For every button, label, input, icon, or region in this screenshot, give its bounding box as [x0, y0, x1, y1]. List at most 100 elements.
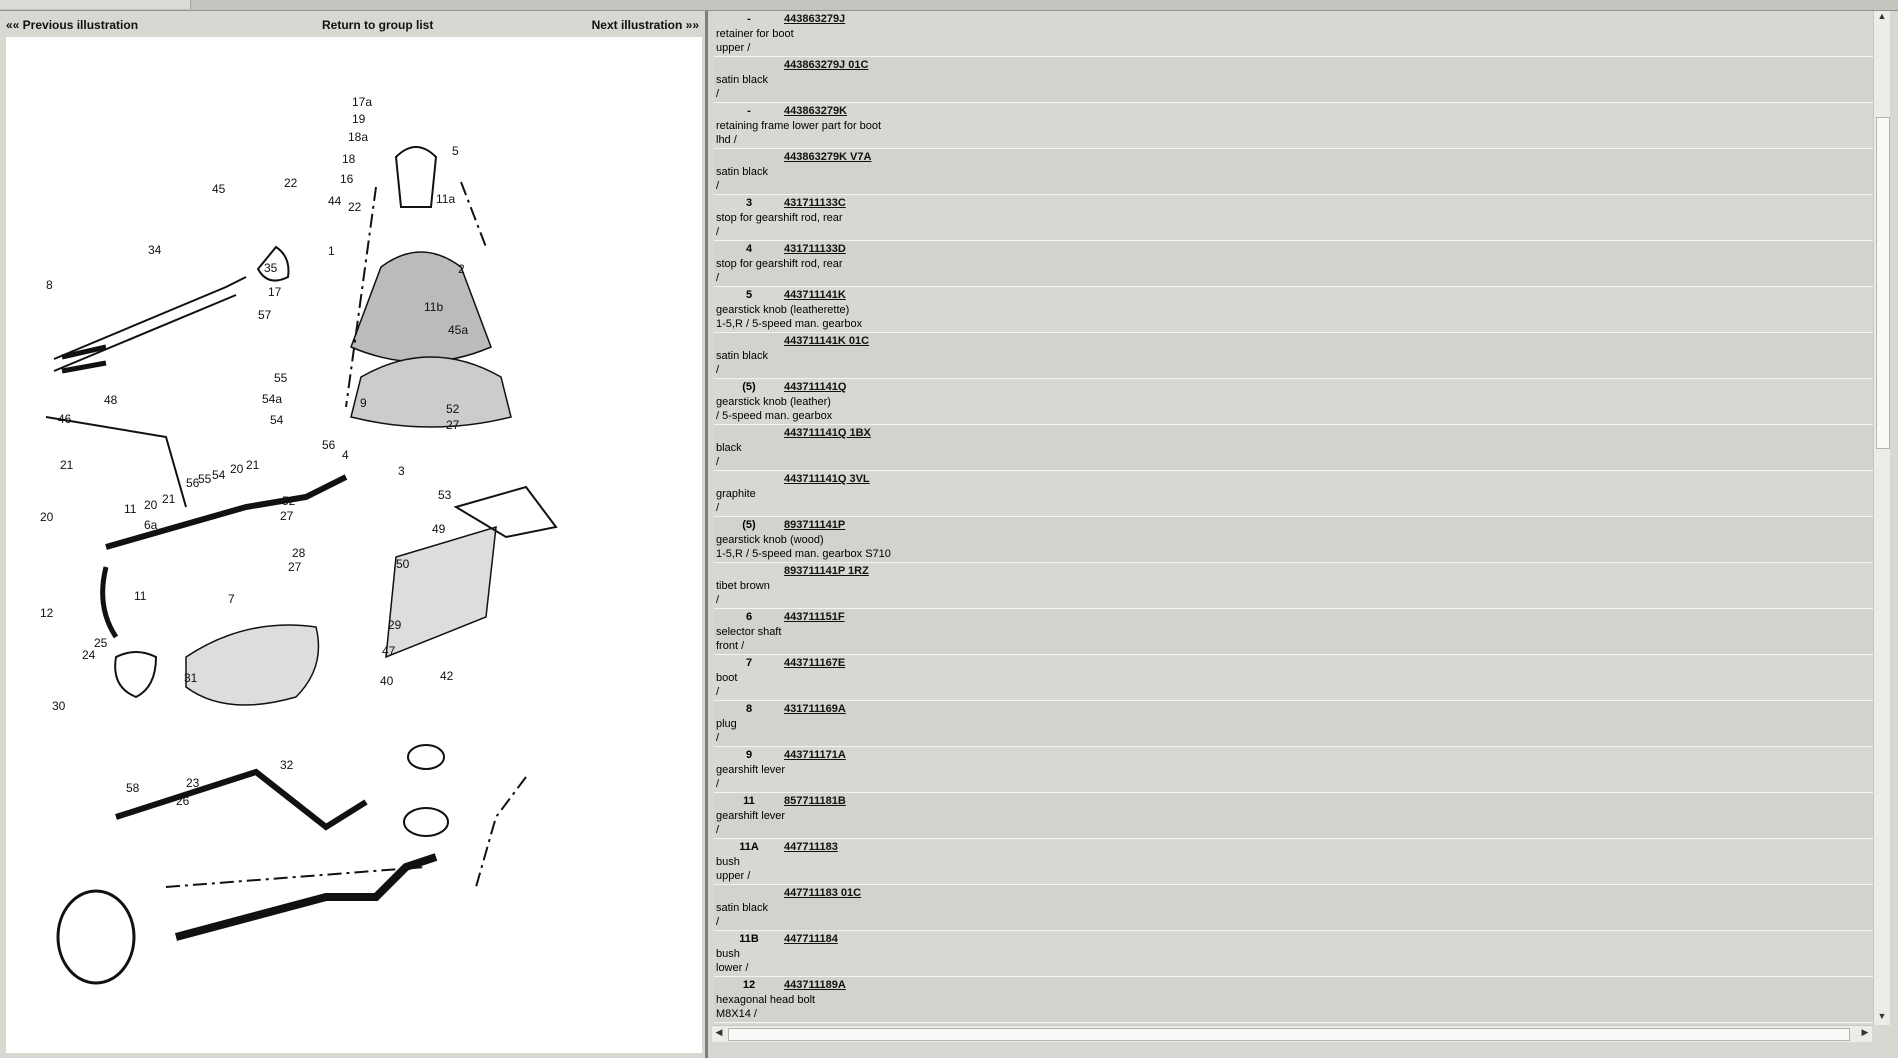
diagram-callout-label: 58 — [126, 781, 140, 795]
diagram-callout-label: 4 — [342, 448, 349, 462]
diagram-callout-label: 30 — [52, 699, 66, 713]
part-description: satin black — [716, 902, 768, 914]
scroll-left-icon[interactable]: ◀ — [715, 1027, 723, 1037]
part-description: plug — [716, 718, 737, 730]
part-note: lhd / — [716, 134, 737, 146]
scroll-thumb[interactable] — [1876, 117, 1890, 449]
part-position: 11A — [739, 841, 759, 853]
diagram-callout-label: 19 — [352, 112, 366, 126]
part-note: / — [716, 502, 720, 514]
diagram-callout-label: 11 — [124, 502, 137, 516]
diagram-callout-label: 25 — [94, 636, 108, 650]
part-note: / — [716, 226, 720, 238]
next-illustration-link[interactable]: Next illustration »» — [591, 18, 699, 32]
diagram-callout-label: 28 — [292, 546, 306, 560]
part-number-link[interactable]: 857711181B — [784, 795, 846, 807]
part-number-link[interactable]: 447711184 — [784, 933, 838, 945]
diagram-callout-label: 55 — [198, 472, 212, 486]
part-number-link[interactable]: 431711133D — [784, 243, 846, 255]
part-number-link[interactable]: 447711183 — [784, 841, 838, 853]
part-number-link[interactable]: 443711141K — [784, 289, 846, 301]
scroll-down-icon[interactable]: ▼ — [1877, 1011, 1887, 1021]
part-number-link[interactable]: 431711169A — [784, 703, 846, 715]
tab-segment[interactable] — [0, 0, 191, 9]
part-note: / 5-speed man. gearbox — [716, 410, 833, 422]
table-row[interactable]: 8 431711169A plug / — [714, 701, 1874, 747]
scroll-up-icon[interactable]: ▲ — [1877, 11, 1887, 21]
part-position: 8 — [745, 703, 753, 715]
part-note: lower / — [716, 962, 749, 974]
part-number-link[interactable]: 447711183 01C — [784, 887, 862, 899]
return-to-group-list-link[interactable]: Return to group list — [322, 18, 434, 32]
diagram-callout-label: 18 — [342, 152, 356, 166]
part-description: satin black — [716, 74, 768, 86]
diagram-callout-label: 6a — [144, 518, 158, 532]
part-number-link[interactable]: 893711141P 1RZ — [784, 565, 869, 577]
part-number-link[interactable]: 443711171A — [784, 749, 846, 761]
part-number-link[interactable]: 443711167E — [784, 657, 846, 669]
diagram-callout-label: 22 — [348, 200, 362, 214]
part-note: / — [716, 686, 720, 698]
part-position: - — [747, 13, 751, 25]
part-number-link[interactable]: 893711141P — [784, 519, 846, 531]
part-number-link[interactable]: 443711141Q — [784, 381, 847, 393]
diagram-callout-label: 53 — [438, 488, 452, 502]
part-number-link[interactable]: 443711189A — [784, 979, 846, 991]
vertical-scrollbar[interactable]: ▲ ▼ — [1873, 11, 1890, 1025]
part-note: / — [716, 916, 720, 928]
part-note: / — [716, 364, 720, 376]
previous-illustration-link[interactable]: «« Previous illustration — [6, 18, 139, 32]
horizontal-scrollbar[interactable]: ◀ ▶ — [712, 1025, 1872, 1042]
part-number-link[interactable]: 443711151F — [784, 611, 845, 623]
part-number-link[interactable]: 443863279J — [784, 13, 846, 25]
diagram-callout-label: 21 — [60, 458, 74, 472]
scroll-thumb-horizontal[interactable] — [728, 1028, 1850, 1041]
part-number-link[interactable]: 443711141Q 1BX — [784, 427, 871, 439]
part-number-link[interactable]: 443711141Q 3VL — [784, 473, 870, 485]
diagram-callout-label: 52 — [282, 494, 296, 508]
diagram-callout-label: 56 — [322, 438, 336, 452]
part-number-link[interactable]: 443711141K 01C — [784, 335, 870, 347]
illustration-nav: «« Previous illustration Return to group… — [0, 11, 705, 37]
diagram-callout-label: 9 — [360, 396, 367, 410]
part-description: boot — [716, 672, 738, 684]
table-row[interactable]: 447711183 01C satin black / — [714, 885, 1874, 931]
diagram-callout-label: 55 — [274, 371, 288, 385]
part-number-link[interactable]: 443863279K — [784, 105, 848, 117]
diagram-callout-label: 20 — [144, 498, 158, 512]
part-number-link[interactable]: 443863279K V7A — [784, 151, 872, 163]
part-description: selector shaft — [716, 626, 782, 638]
part-description: retaining frame lower part for boot — [716, 120, 882, 132]
diagram-callout-label: 11b — [424, 300, 443, 314]
part-note: / — [716, 456, 720, 468]
part-position: (5) — [742, 381, 756, 393]
scroll-right-icon[interactable]: ▶ — [1861, 1027, 1869, 1037]
part-number-link[interactable]: 431711133C — [784, 197, 846, 209]
part-number-link[interactable]: 443863279J 01C — [784, 59, 869, 71]
part-note: / — [716, 732, 720, 744]
diagram-callout-label: 42 — [440, 669, 454, 683]
diagram-callout-label: 32 — [280, 758, 294, 772]
part-position: 11B — [739, 933, 759, 945]
